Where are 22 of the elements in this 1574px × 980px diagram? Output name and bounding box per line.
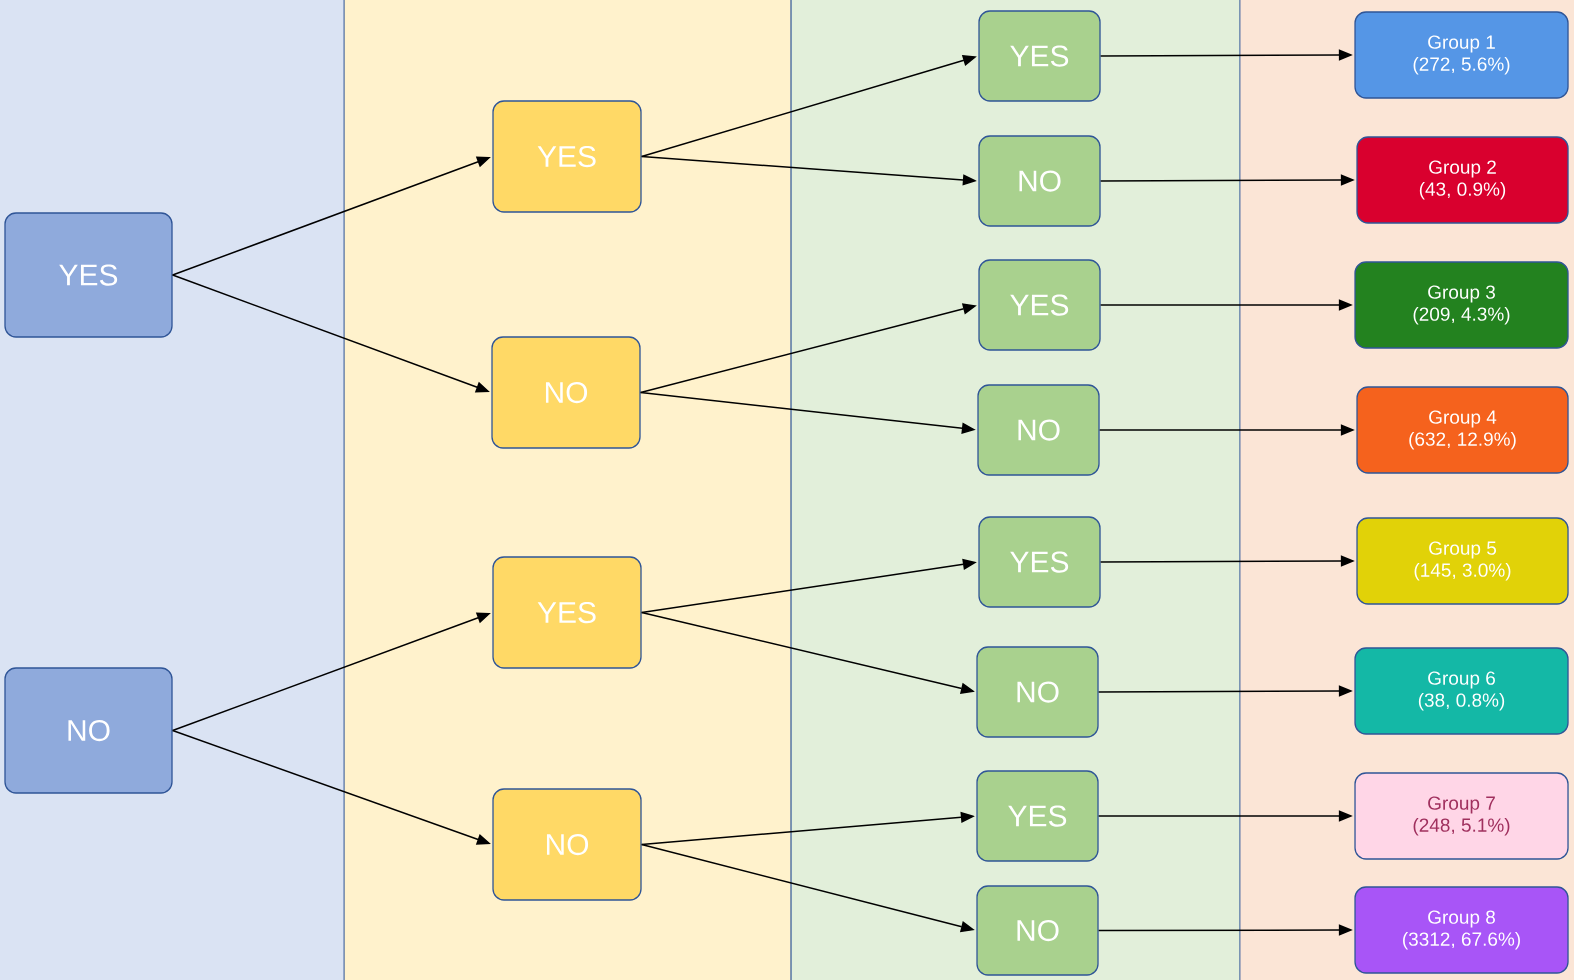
decision-box: YES	[976, 770, 1099, 862]
decision-box: NO	[978, 135, 1101, 227]
group-box: Group 2 (43, 0.9%)	[1356, 136, 1569, 224]
decision-box: YES	[978, 259, 1101, 351]
decision-box: YES	[492, 556, 642, 669]
decision-box: YES	[492, 100, 642, 213]
decision-box: NO	[976, 885, 1099, 976]
group-box: Group 1 (272, 5.6%)	[1354, 11, 1569, 99]
decision-box: NO	[977, 384, 1100, 476]
decision-box: NO	[492, 788, 642, 901]
decision-box: NO	[4, 667, 173, 794]
decision-box: YES	[978, 10, 1101, 102]
group-box: Group 6 (38, 0.8%)	[1354, 647, 1569, 735]
group-box: Group 8 (3312, 67.6%)	[1354, 886, 1569, 974]
group-box: Group 4 (632, 12.9%)	[1356, 386, 1569, 474]
decision-box: YES	[4, 212, 173, 338]
group-box: Group 3 (209, 4.3%)	[1354, 261, 1569, 349]
decision-box: YES	[978, 516, 1101, 608]
group-box: Group 7 (248, 5.1%)	[1354, 772, 1569, 860]
decision-box: NO	[491, 336, 641, 449]
decision-box: NO	[976, 646, 1099, 738]
group-box: Group 5 (145, 3.0%)	[1356, 517, 1569, 605]
